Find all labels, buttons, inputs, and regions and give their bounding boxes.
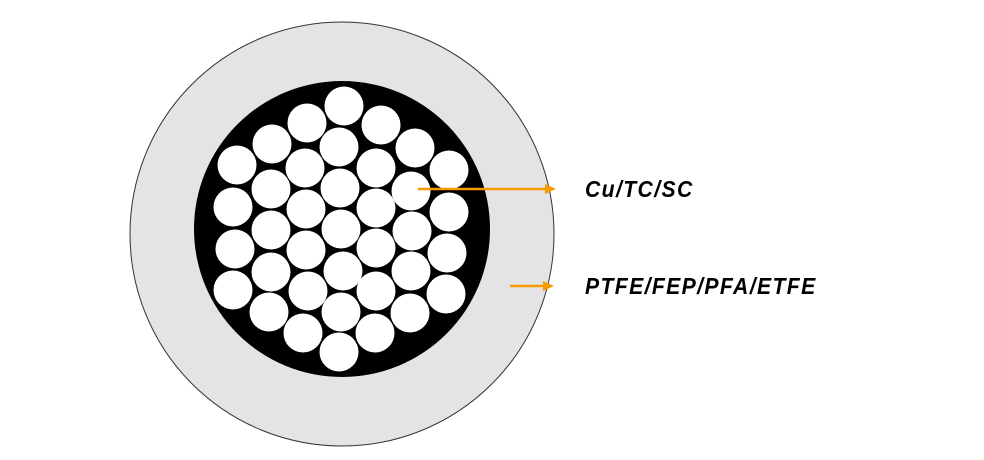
- insulation-arrow: [510, 281, 554, 291]
- conductor-label: Cu/TC/SC: [585, 176, 694, 202]
- strand: [249, 292, 289, 332]
- strand: [356, 271, 396, 311]
- strand: [361, 105, 401, 145]
- strand: [429, 192, 469, 232]
- strand: [251, 169, 291, 209]
- strand: [355, 313, 395, 353]
- strand: [429, 150, 469, 190]
- strand: [286, 189, 326, 229]
- strand: [390, 293, 430, 333]
- strand: [356, 228, 396, 268]
- strand: [426, 274, 466, 314]
- strand: [392, 211, 432, 251]
- strand: [287, 103, 327, 143]
- strand: [286, 230, 326, 270]
- strand: [320, 168, 360, 208]
- strand: [288, 271, 328, 311]
- strand: [391, 171, 431, 211]
- conductor-strands: [213, 86, 469, 372]
- strand: [251, 210, 291, 250]
- strand: [319, 127, 359, 167]
- strand: [252, 124, 292, 164]
- strand: [217, 145, 257, 185]
- insulation-label: PTFE/FEP/PFA/ETFE: [585, 273, 817, 299]
- strand: [427, 233, 467, 273]
- strand: [213, 270, 253, 310]
- strand: [356, 188, 396, 228]
- strand: [395, 128, 435, 168]
- strand: [321, 209, 361, 249]
- strand: [251, 252, 291, 292]
- strand: [213, 187, 253, 227]
- strand: [215, 229, 255, 269]
- strand: [319, 332, 359, 372]
- strand: [321, 292, 361, 332]
- strand: [285, 148, 325, 188]
- strand: [324, 86, 364, 126]
- strand: [323, 251, 363, 291]
- strand: [283, 313, 323, 353]
- conductor-arrow: [418, 184, 556, 194]
- strand: [356, 148, 396, 188]
- strand: [391, 251, 431, 291]
